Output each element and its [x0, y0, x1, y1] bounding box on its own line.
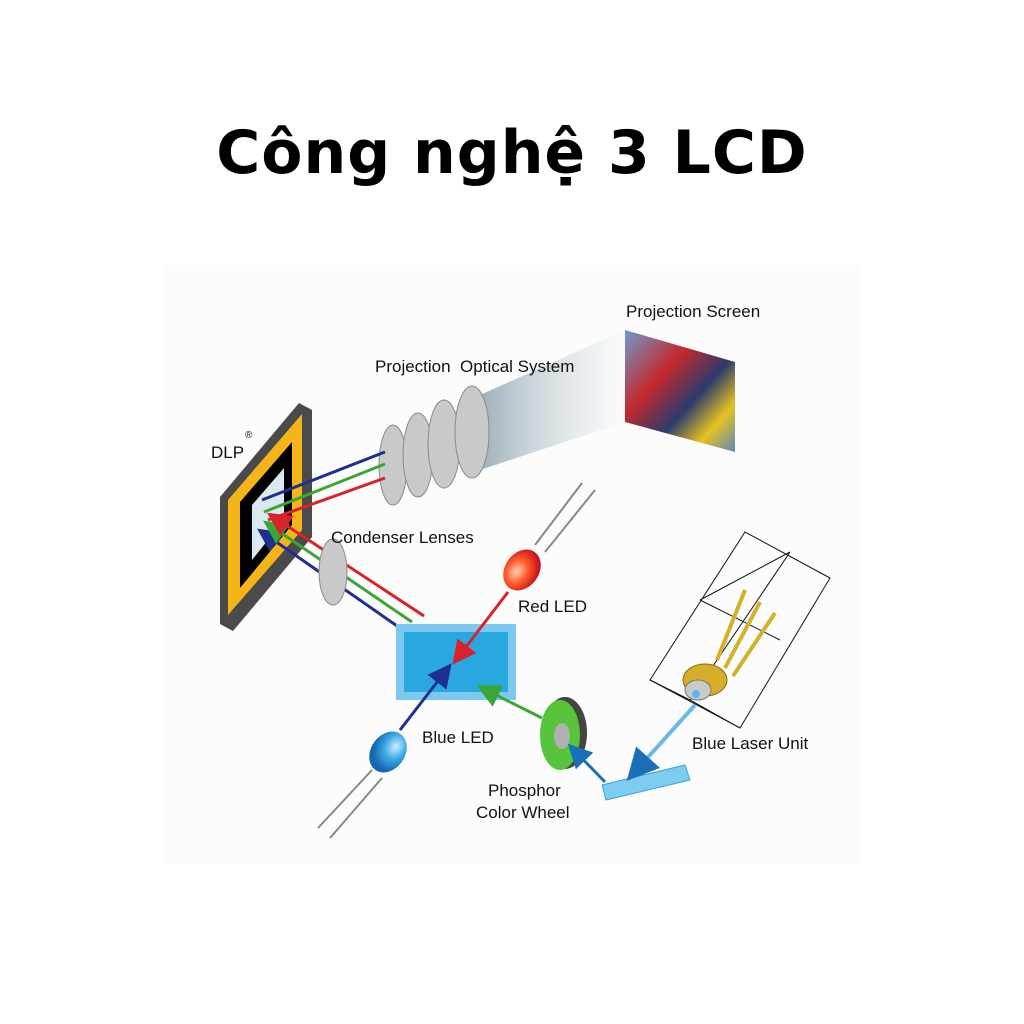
- label-projection-screen: Projection Screen: [626, 302, 760, 321]
- label-red-led: Red LED: [518, 597, 587, 616]
- page-title: Công nghệ 3 LCD: [216, 118, 808, 188]
- label-projection-optical-system: Projection Optical System: [375, 357, 574, 376]
- dichroic-prism: [396, 624, 516, 700]
- blue-light-arrow: [398, 663, 452, 731]
- projection-screen-image: [625, 330, 735, 452]
- blue-led: [317, 731, 407, 839]
- label-condenser-lenses: Condenser Lenses: [331, 528, 474, 547]
- label-blue-laser-unit: Blue Laser Unit: [692, 734, 809, 753]
- laser-beam: [626, 703, 697, 781]
- laser-to-wheel-arrow: [567, 743, 607, 784]
- label-registered: ®: [245, 430, 253, 441]
- condenser-lens: [318, 538, 348, 606]
- label-blue-led: Blue LED: [422, 728, 494, 747]
- projection-lens-group: [378, 385, 490, 506]
- label-dlp: DLP: [211, 443, 244, 462]
- red-led: [503, 482, 596, 591]
- blue-laser-unit: [649, 531, 831, 729]
- projection-beam: [480, 330, 625, 470]
- label-color-wheel: Color Wheel: [476, 803, 570, 822]
- red-light-arrow: [452, 591, 510, 665]
- green-light-arrow: [476, 685, 543, 720]
- label-phosphor: Phosphor: [488, 781, 561, 800]
